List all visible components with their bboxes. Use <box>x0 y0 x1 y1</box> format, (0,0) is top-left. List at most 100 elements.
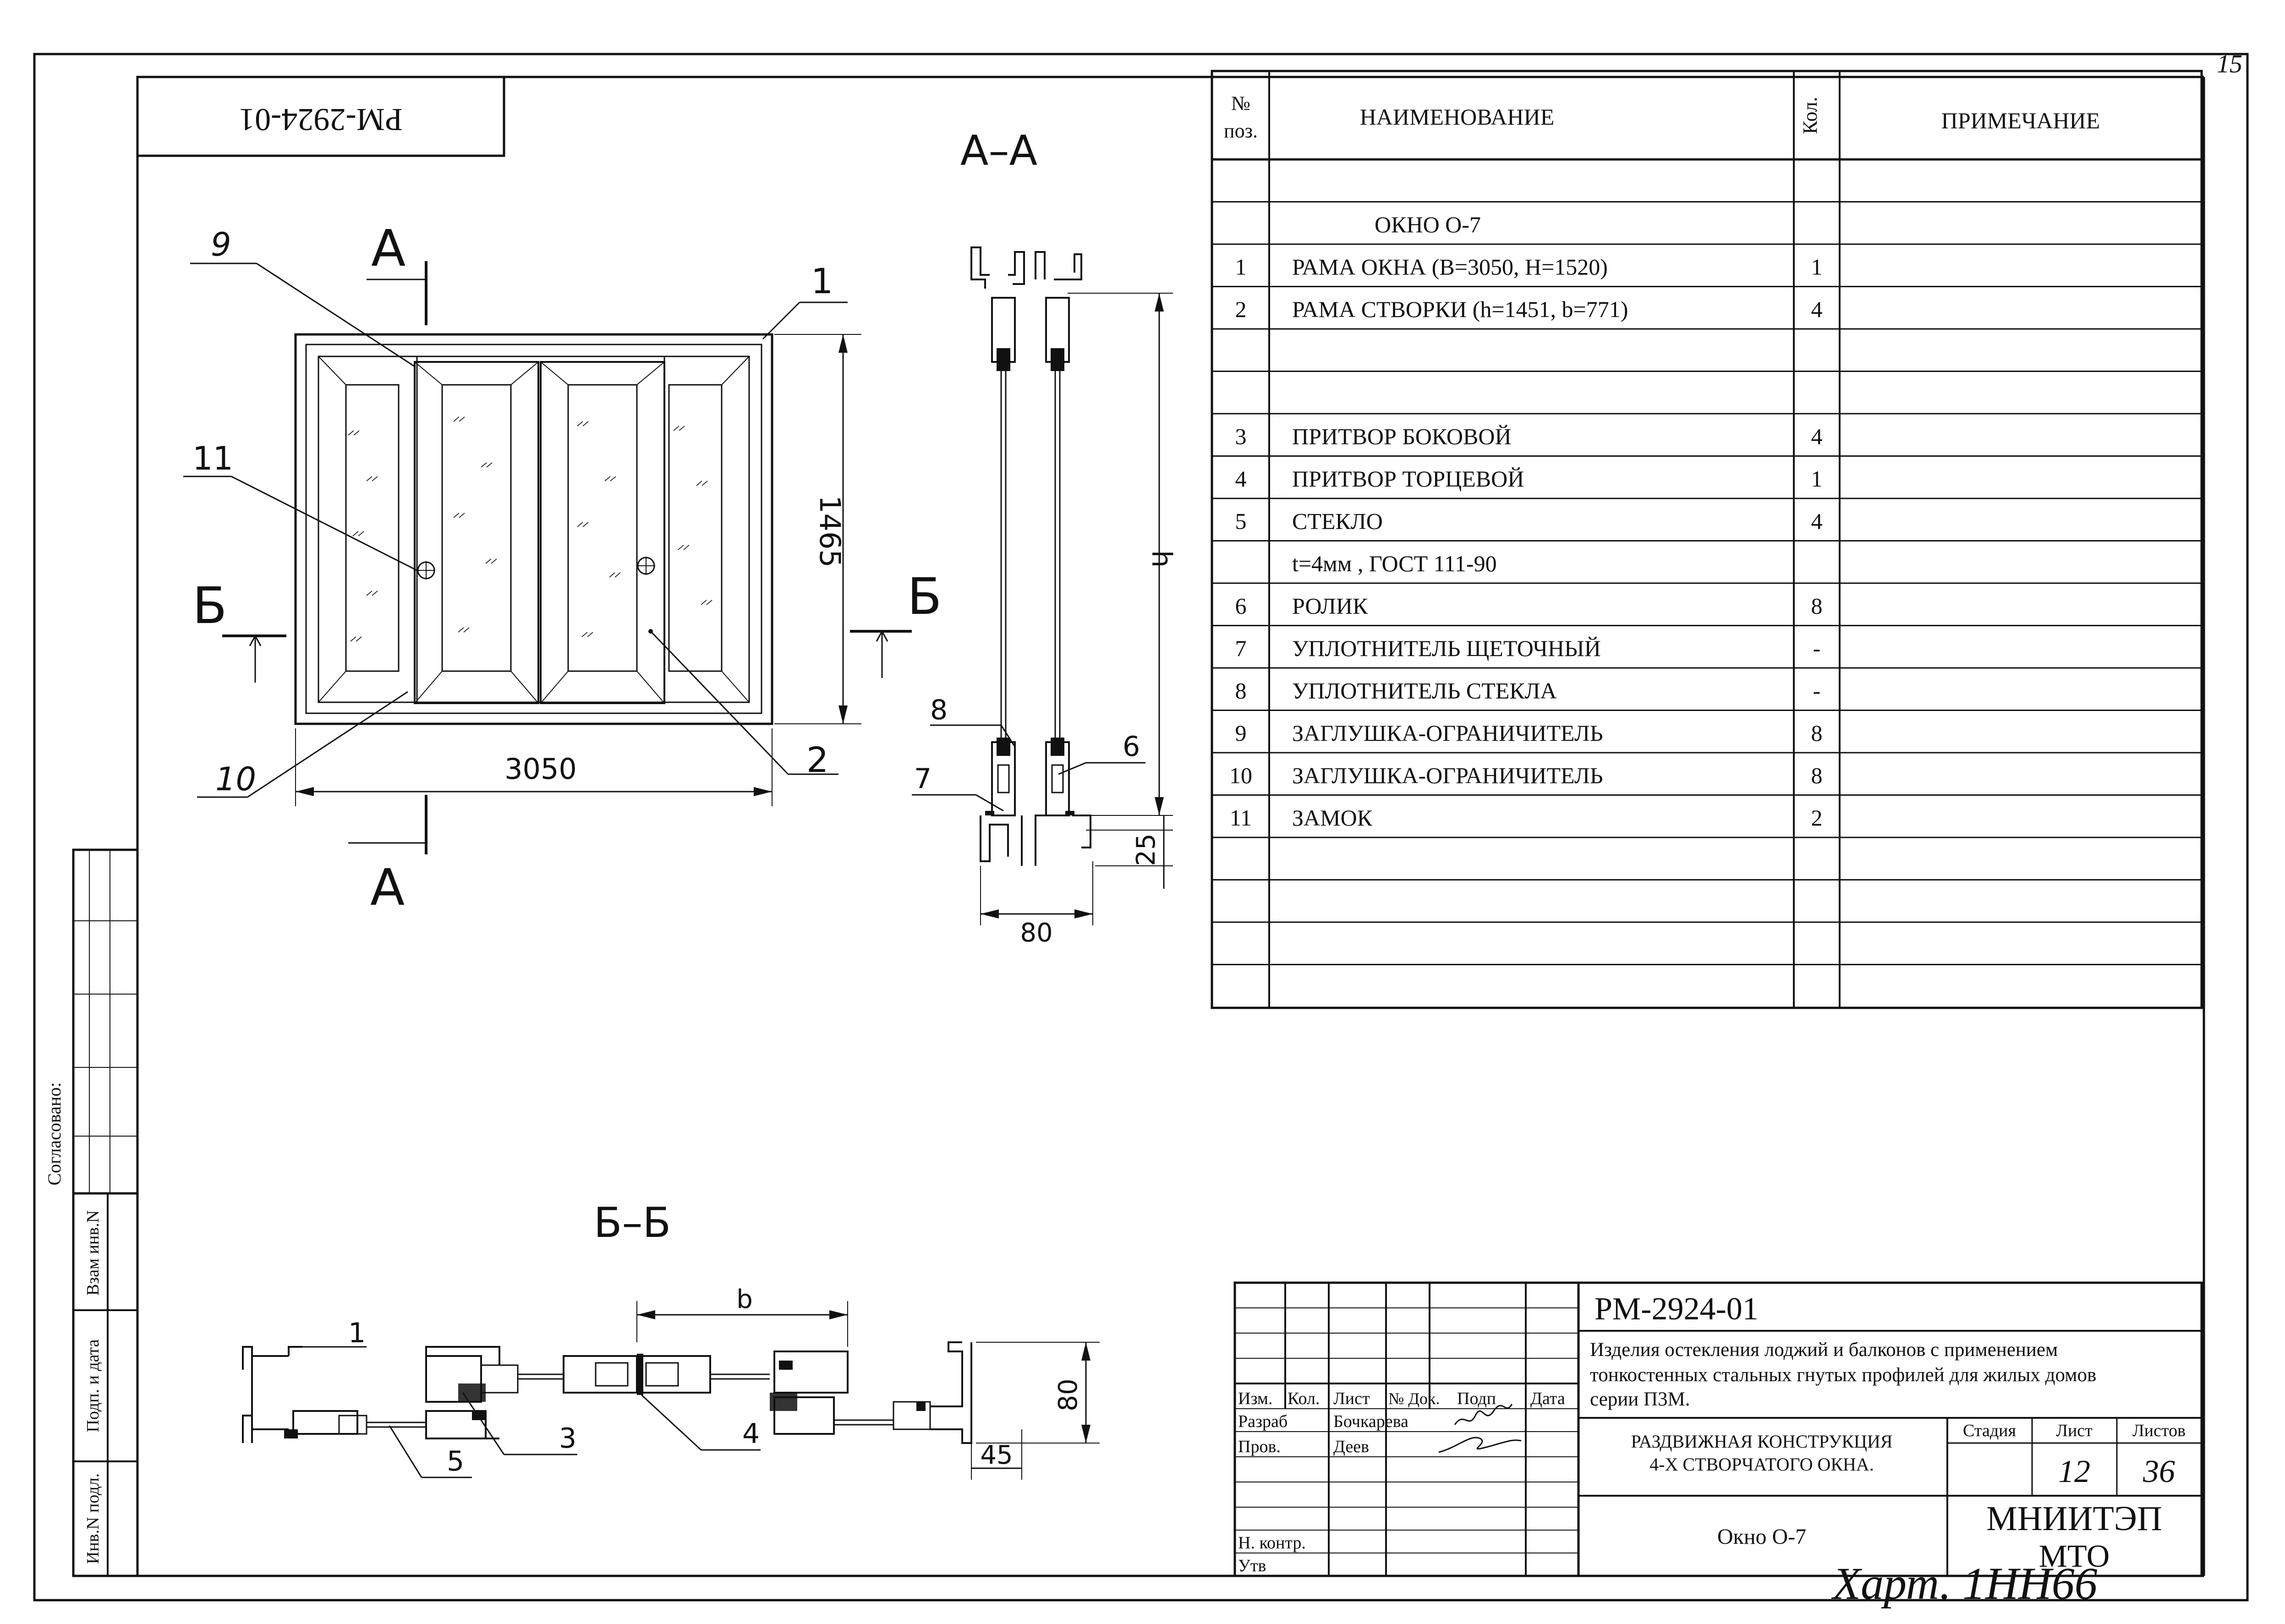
sash-2 <box>414 361 539 704</box>
drawing-name: Окно О-7 <box>1717 1525 1806 1549</box>
spec-qty: 8 <box>1811 763 1823 788</box>
sheets-label: Листов <box>2132 1421 2186 1440</box>
spec-name: УПЛОТНИТЕЛЬ ЩЕТОЧНЫЙ <box>1292 635 1601 661</box>
section-aa-dim-25: 25 <box>1131 833 1161 866</box>
title-block: Изм. Кол. Лист № Док. Подп Дата Разраб Б… <box>1233 1281 2203 1577</box>
header-note: ПРИМЕЧАНИЕ <box>1941 108 2100 133</box>
nkontr-label: Н. контр. <box>1238 1533 1306 1553</box>
footer-handwritten: Харт. 1НН66 <box>1831 1558 2098 1609</box>
razrab-label: Разраб <box>1238 1412 1288 1431</box>
signature-1 <box>1454 1404 1513 1425</box>
spec-qty: 1 <box>1811 466 1823 492</box>
spec-qty: 4 <box>1811 509 1823 534</box>
spec-qty: 2 <box>1811 805 1823 831</box>
spec-name: ПРИТВОР ТОРЦЕВОЙ <box>1292 466 1524 492</box>
spec-qty: - <box>1813 678 1821 704</box>
section-a-top-label: А <box>371 219 405 278</box>
bb-callout-1: 1 <box>348 1317 366 1349</box>
callout-8: 8 <box>930 694 948 726</box>
spec-table: № поз. НАИМЕНОВАНИЕ Кол. ПРИМЕЧАНИЕ ОКНО… <box>1211 70 2203 1009</box>
glass-hatching <box>348 416 712 642</box>
spec-qty: 1 <box>1811 254 1823 280</box>
col-data: Дата <box>1530 1389 1565 1408</box>
callout-1: 1 <box>811 261 833 301</box>
item-title-line-2: 4-Х СТВОРЧАТОГО ОКНА. <box>1649 1454 1874 1475</box>
stamp-vzam: Взам инв.N <box>83 1210 103 1296</box>
side-stamp: Согласовано: Взам инв.N Подп. и дата Инв… <box>44 848 139 1577</box>
sheet-label: Лист <box>2056 1421 2093 1440</box>
sheets-value: 36 <box>2143 1454 2175 1489</box>
spec-pos: 1 <box>1235 254 1247 280</box>
spec-name: УПЛОТНИТЕЛЬ СТЕКЛА <box>1292 678 1557 704</box>
spec-pos: 3 <box>1235 424 1247 449</box>
bb-callout-5: 5 <box>447 1445 464 1477</box>
spec-qty: 4 <box>1811 424 1823 449</box>
section-bb-b-label: b <box>736 1285 753 1314</box>
title-code: РМ-2924-01 <box>1595 1291 1759 1327</box>
desc-line-1: Изделия остекления лоджий и балконов с п… <box>1590 1339 2058 1361</box>
section-markers: А А Б Б <box>192 219 942 917</box>
callout-2: 2 <box>806 739 828 780</box>
spec-pos: 11 <box>1230 805 1252 831</box>
sash-4 <box>663 355 750 703</box>
spec-pos: 5 <box>1235 509 1247 534</box>
spec-name: ЗАМОК <box>1292 805 1373 831</box>
callout-11: 11 <box>192 440 233 477</box>
stamp-podp: Подп. и дата <box>83 1339 103 1432</box>
spec-qty: 8 <box>1811 720 1823 746</box>
desc-line-2: тонкостенных стальных гнутых профилей дл… <box>1590 1364 2096 1386</box>
main-callouts: 9 1 11 10 2 <box>183 226 848 798</box>
signature-2 <box>1438 1437 1522 1453</box>
section-bb-title: Б–Б <box>594 1199 671 1247</box>
section-bb-dim-45: 45 <box>980 1440 1013 1470</box>
spec-name: РАМА СТВОРКИ (h=1451, b=771) <box>1292 296 1628 322</box>
org-line-1: МНИИТЭП <box>1986 1499 2162 1538</box>
main-dimensions: 3050 1465 <box>295 334 861 806</box>
spec-pos: 4 <box>1235 466 1247 492</box>
spec-name: ОКНО О-7 <box>1375 212 1481 237</box>
doc-code-box: РМ-2924-01 <box>136 76 505 157</box>
razrab-name: Бочкарева <box>1333 1412 1408 1431</box>
spec-name: СТЕКЛО <box>1292 509 1383 534</box>
col-ndok: № Док. <box>1388 1389 1440 1408</box>
page-number: 15 <box>2217 50 2242 78</box>
window-elevation <box>294 333 773 725</box>
item-title-line-1: РАЗДВИЖНАЯ КОНСТРУКЦИЯ <box>1631 1431 1892 1452</box>
callout-9: 9 <box>211 226 231 263</box>
stamp-agreed: Согласовано: <box>44 1082 65 1185</box>
sash-1 <box>318 355 418 703</box>
spec-qty: 8 <box>1811 593 1823 619</box>
spec-pos: 2 <box>1235 296 1247 322</box>
spec-rows: ОКНО О-7 1 РАМА ОКНА (В=3050, Н=1520) 1 2 РАМ… <box>1212 201 2202 965</box>
doc-code-rotated: РМ-2924-01 <box>239 102 403 137</box>
spec-name: РАМА ОКНА (В=3050, Н=1520) <box>1292 254 1608 280</box>
section-bb: Б–Б b <box>242 1199 1100 1480</box>
spec-name: ЗАГЛУШКА-ОГРАНИЧИТЕЛЬ <box>1292 763 1603 788</box>
desc-line-3: серии П3М. <box>1590 1389 1690 1410</box>
spec-pos: 10 <box>1229 763 1252 788</box>
section-aa: А–А h 25 80 8 7 <box>912 127 1178 948</box>
stamp-inv: Инв.N подл. <box>83 1473 103 1564</box>
spec-pos: 9 <box>1235 720 1247 746</box>
spec-name: ПРИТВОР БОКОВОЙ <box>1292 424 1512 449</box>
outer-frame <box>33 53 2249 1602</box>
stage-label: Стадия <box>1963 1421 2016 1440</box>
section-aa-title: А–А <box>960 127 1037 175</box>
section-aa-dim-80: 80 <box>1020 918 1052 948</box>
spec-qty: - <box>1813 635 1821 661</box>
header-name: НАИМЕНОВАНИЕ <box>1360 104 1555 130</box>
section-b-right-label: Б <box>907 567 942 626</box>
spec-name: РОЛИК <box>1292 593 1368 619</box>
spec-qty: 4 <box>1811 296 1823 322</box>
bb-callout-3: 3 <box>559 1422 576 1454</box>
col-podp: Подп <box>1457 1389 1496 1408</box>
utv-label: Утв <box>1238 1556 1266 1575</box>
col-kol: Кол. <box>1288 1389 1320 1408</box>
sheet-value: 12 <box>2058 1454 2090 1489</box>
col-izm: Изм. <box>1238 1389 1272 1408</box>
spec-pos: 6 <box>1235 593 1247 619</box>
section-bb-dim-80: 80 <box>1053 1378 1083 1411</box>
spec-name: t=4мм , ГОСТ 111-90 <box>1292 551 1497 576</box>
org-line-2: МТО <box>2039 1539 2110 1574</box>
callout-7: 7 <box>914 763 932 795</box>
